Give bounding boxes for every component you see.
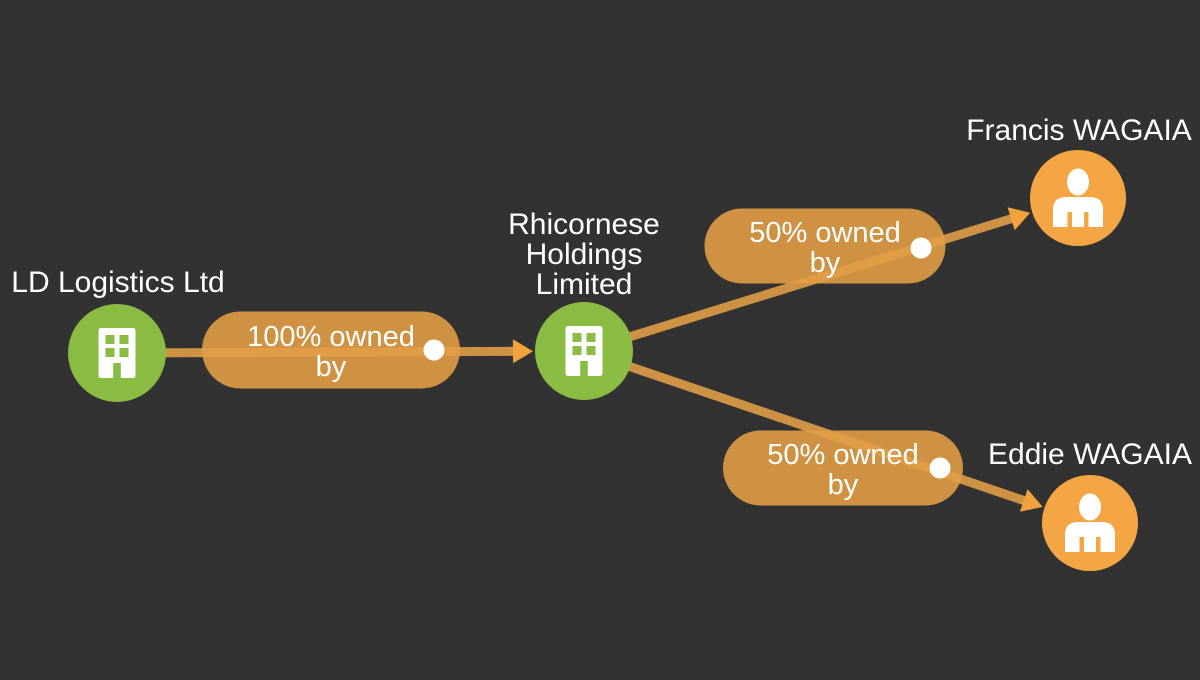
graph-nodes [68, 150, 1138, 571]
node-label: LD Logistics Ltd [11, 266, 224, 299]
edge-lines [116, 213, 1028, 506]
node-label: Francis WAGAIA [966, 114, 1192, 147]
edge-pills [202, 208, 963, 506]
node-eddie-wagaia[interactable] [1042, 475, 1138, 571]
edge-line [116, 346, 516, 358]
edge-handle-dot[interactable] [929, 457, 951, 479]
node-label: Eddie WAGAIA [988, 438, 1192, 471]
building-icon [565, 326, 603, 376]
edge-handle-dot[interactable] [910, 237, 932, 259]
building-icon [98, 328, 136, 378]
arrowhead-icon [512, 339, 533, 364]
edge-handle-dot[interactable] [423, 339, 445, 361]
node-ld-logistics[interactable] [68, 304, 166, 402]
relationship-pill[interactable] [704, 208, 946, 284]
edge-arrows [512, 207, 1043, 512]
edge-dots [423, 237, 951, 479]
edge-line [582, 213, 1015, 356]
relationship-pill[interactable] [723, 430, 963, 506]
person-icon [1065, 493, 1115, 552]
node-rhicornese-holdings[interactable] [535, 302, 633, 400]
arrowhead-icon [1019, 489, 1043, 512]
person-icon [1053, 168, 1103, 227]
arrowhead-icon [1007, 207, 1031, 231]
edge-line [582, 346, 1028, 506]
node-francis-wagaia[interactable] [1030, 150, 1126, 246]
